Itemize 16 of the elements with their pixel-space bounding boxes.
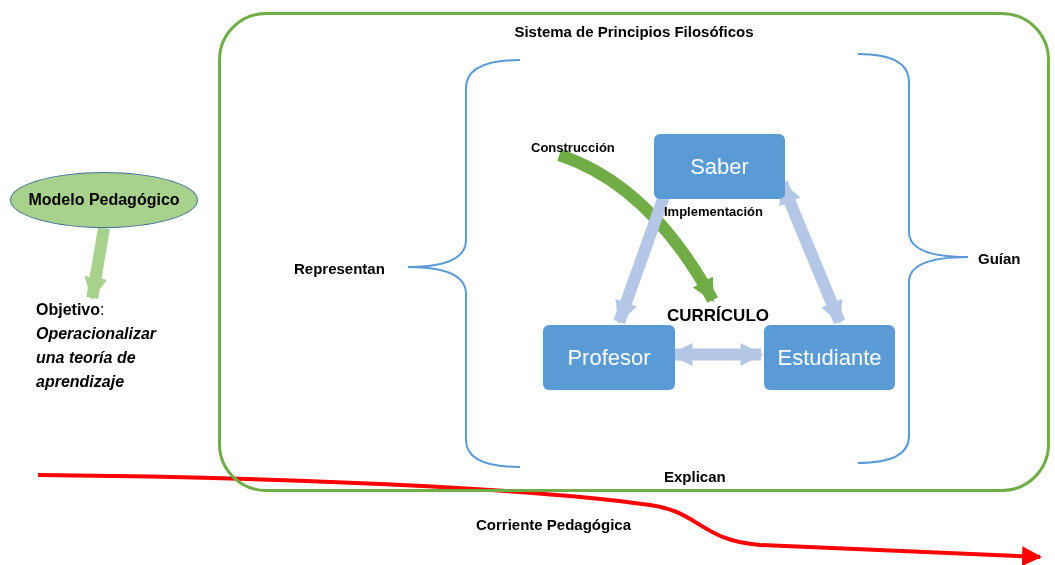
- arrow: [776, 180, 846, 325]
- rounded-frame: [218, 12, 1050, 492]
- node-label: CURRÍCULO: [667, 303, 783, 325]
- ellipse-node: Modelo Pedagógico: [10, 172, 198, 228]
- frame-title: Sistema de Principios Filosóficos: [513, 22, 755, 42]
- process-box: Saber: [654, 134, 785, 199]
- text-label: Corriente Pedagógica: [476, 515, 632, 535]
- text-label: Guían: [978, 249, 1021, 269]
- text-label: Explican: [664, 467, 726, 487]
- process-box: Profesor: [543, 325, 675, 390]
- node-label: Construcción: [531, 138, 635, 158]
- process-box: Estudiante: [764, 325, 895, 390]
- text-label: Implementación: [664, 203, 763, 221]
- objective-text: Objetivo: Operacionalizar una teoría de aprendizaje: [36, 298, 184, 402]
- text-label: Representan: [294, 259, 385, 279]
- arrow: [557, 149, 718, 303]
